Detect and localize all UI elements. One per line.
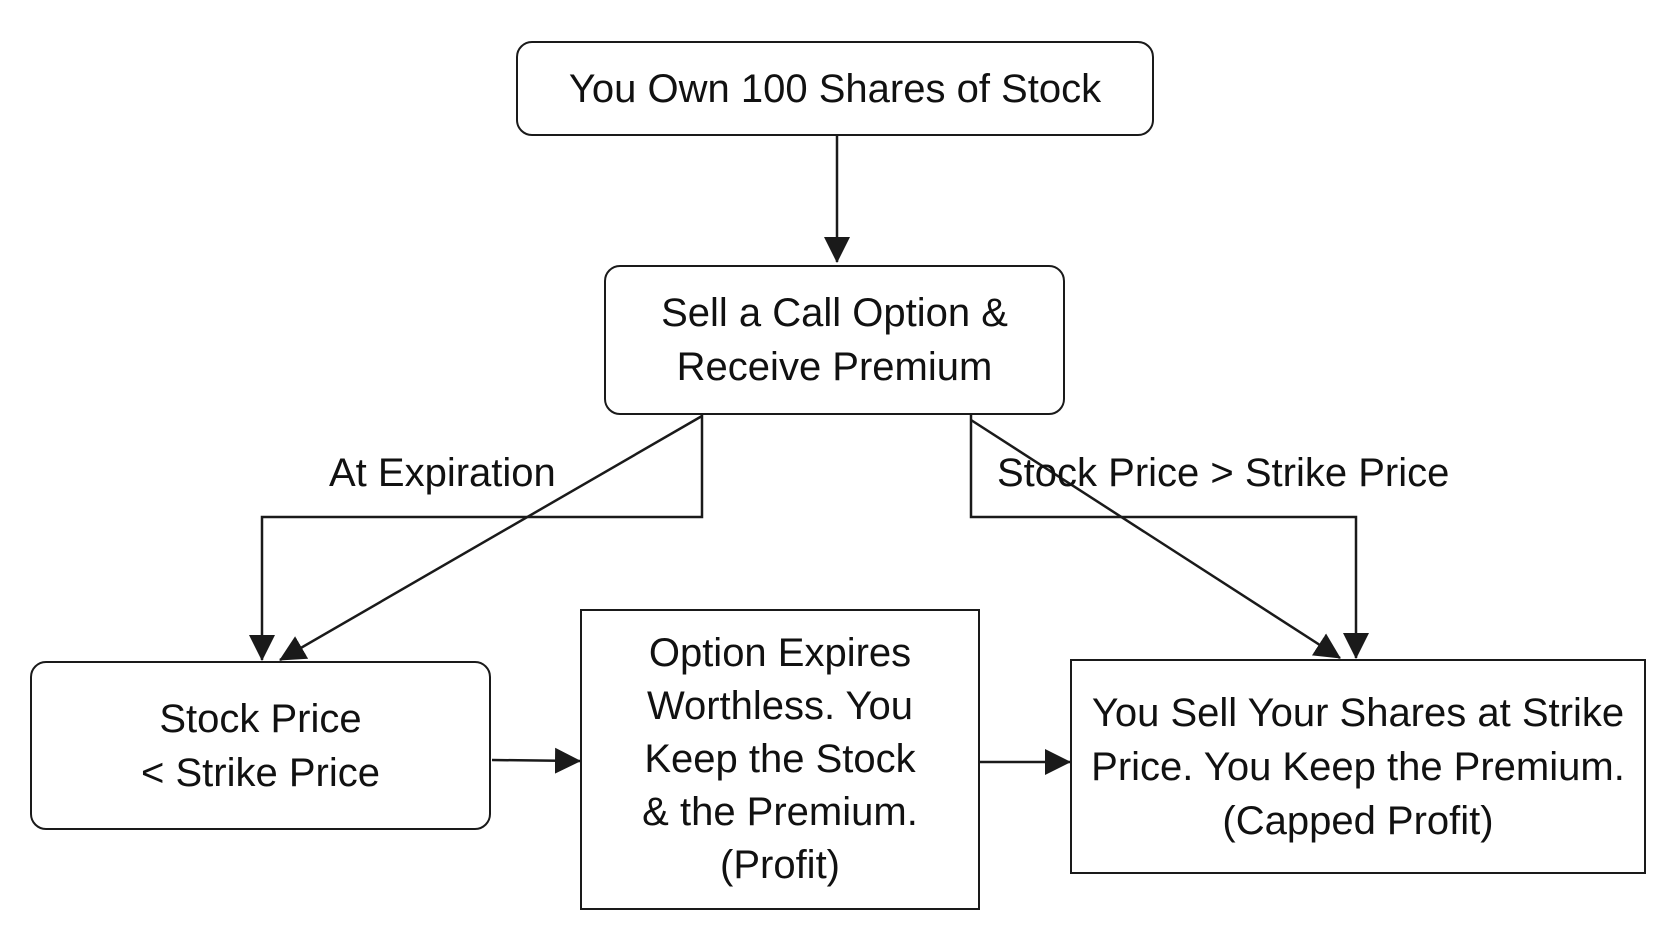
edge-label-at-expiration: At Expiration [329,451,556,495]
node-option-expires-worthless-text: Option Expires Worthless. You Keep the S… [642,631,918,887]
diagonal-sell-to-below [279,414,703,662]
node-option-expires-worthless: Option Expires Worthless. You Keep the S… [580,609,980,910]
node-own-shares: You Own 100 Shares of Stock [516,41,1154,136]
node-price-below-strike: Stock Price < Strike Price [30,661,491,830]
diagonal-sell-to-sell-shares [970,418,1341,660]
arrow-below-to-expires [491,747,581,774]
node-sell-call: Sell a Call Option & Receive Premium [604,265,1065,415]
node-sell-shares-at-strike: You Sell Your Shares at Strike Price. Yo… [1070,659,1646,874]
node-sell-shares-at-strike-text: You Sell Your Shares at Strike Price. Yo… [1091,690,1625,843]
elbow-sell-to-sell-shares [969,414,1369,659]
edge-label-price-above-strike: Stock Price > Strike Price [997,451,1450,495]
node-price-below-strike-text: Stock Price < Strike Price [141,696,380,795]
elbow-sell-to-below [249,414,704,661]
node-own-shares-text: You Own 100 Shares of Stock [568,66,1102,111]
node-sell-call-text: Sell a Call Option & Receive Premium [661,291,1008,389]
